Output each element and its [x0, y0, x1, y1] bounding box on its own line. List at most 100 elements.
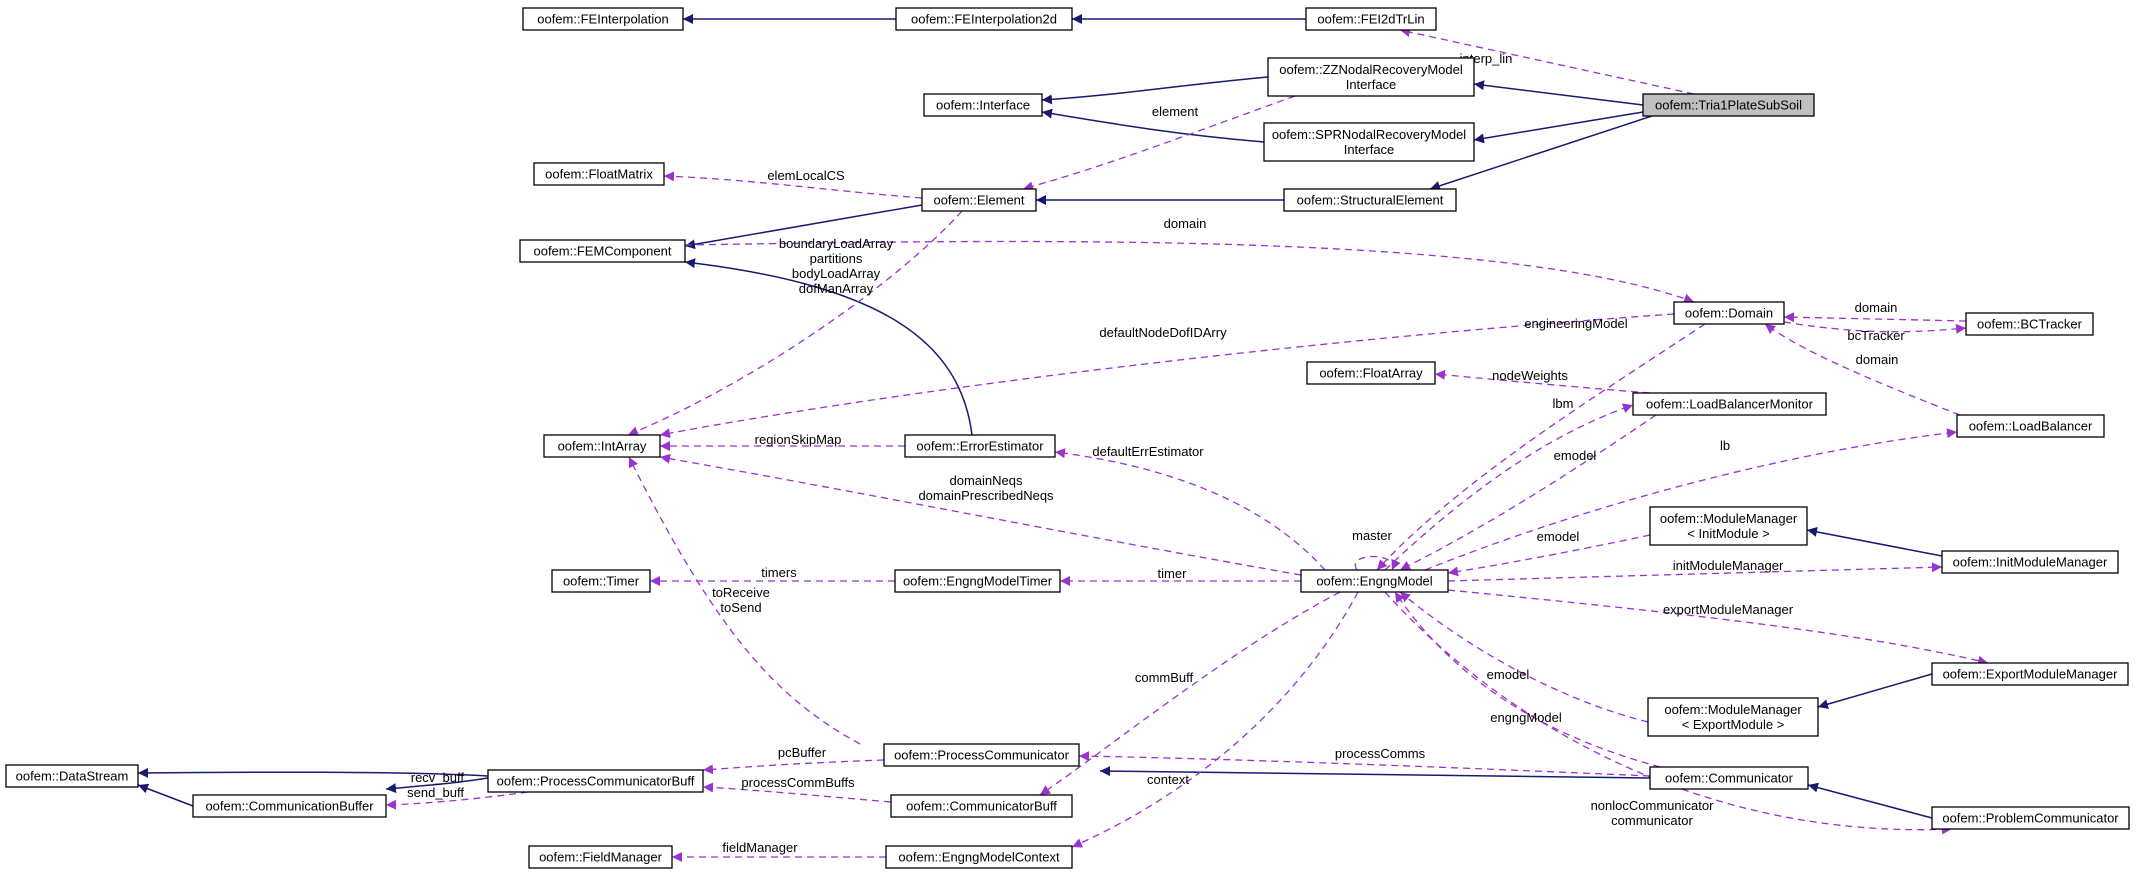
usage-edge [1384, 403, 1634, 571]
class-node-box [192, 794, 387, 818]
class-node-label-line: oofem::ModuleManager [1664, 702, 1802, 717]
edge-label-emodel-lbm: emodel [1554, 448, 1597, 463]
class-node-box [1931, 662, 2129, 686]
edge-label-line: dofManArray [799, 281, 874, 296]
class-node-pcbuff[interactable]: oofem::ProcessCommunicatorBuff [487, 769, 704, 793]
class-node-label: oofem::ModuleManager< ExportModule > [1664, 702, 1802, 732]
class-node-label-line: oofem::ErrorEstimator [916, 439, 1044, 454]
class-node-fmatrix[interactable]: oofem::FloatMatrix [533, 162, 665, 186]
class-node-emtimer[interactable]: oofem::EngngModelTimer [894, 569, 1061, 593]
class-node-label: oofem::Timer [563, 574, 640, 589]
edge-label-master: master [1352, 528, 1392, 543]
usage-edge [1078, 751, 1651, 777]
class-node-initmm[interactable]: oofem::InitModuleManager [1941, 550, 2119, 574]
class-node-fei2dtr[interactable]: oofem::FEI2dTrLin [1305, 7, 1437, 31]
class-node-fieldmgr[interactable]: oofem::FieldManager [528, 845, 673, 869]
class-node-label-line: oofem::EngngModelTimer [903, 574, 1053, 589]
inheritance-edge [385, 777, 489, 794]
class-node-dstream[interactable]: oofem::DataStream [5, 764, 139, 788]
edge-label-line: initModuleManager [1673, 558, 1784, 573]
class-node-lbm[interactable]: oofem::LoadBalancerMonitor [1632, 392, 1827, 416]
edge-label-line: emodel [1487, 667, 1530, 682]
class-node-label-line: Interface [1346, 77, 1397, 92]
class-node-label-line: oofem::EngngModelContext [898, 850, 1060, 865]
class-node-exportmm[interactable]: oofem::ExportModuleManager [1931, 662, 2129, 686]
class-node-label-line: oofem::SPRNodalRecoveryModel [1272, 127, 1466, 142]
class-node-emctx[interactable]: oofem::EngngModelContext [885, 845, 1073, 869]
edge-label-line: boundaryLoadArray [779, 236, 894, 251]
class-node-box [921, 188, 1037, 212]
class-node-box [1267, 57, 1475, 97]
class-node-farray[interactable]: oofem::FloatArray [1306, 361, 1436, 385]
class-node-fei2d[interactable]: oofem::FEInterpolation2d [895, 7, 1073, 31]
edge-label-defaultnodedofidarry: defaultNodeDofIDArry [1099, 325, 1227, 340]
class-node-tria[interactable]: oofem::Tria1PlateSubSoil [1642, 93, 1815, 117]
usage-edge [1071, 591, 1359, 848]
edge-label-line: domainPrescribedNeqs [918, 488, 1054, 503]
edge-label-line: lbm [1553, 396, 1574, 411]
class-node-label-line: oofem::LoadBalancer [1969, 419, 2093, 434]
edge-label-line: partitions [810, 251, 863, 266]
class-node-domain[interactable]: oofem::Domain [1673, 301, 1785, 325]
class-node-pcomm[interactable]: oofem::ProcessCommunicator [883, 743, 1080, 767]
class-node-intarray[interactable]: oofem::IntArray [543, 434, 661, 458]
class-node-comm[interactable]: oofem::Communicator [1649, 766, 1809, 790]
class-node-mminit[interactable]: oofem::ModuleManager< InitModule > [1649, 506, 1808, 546]
edge-label-regionskipmap: regionSkipMap [755, 432, 842, 447]
class-node-label: oofem::ProblemCommunicator [1942, 811, 2119, 826]
class-node-label: oofem::FEI2dTrLin [1317, 12, 1424, 27]
class-node-femcomp[interactable]: oofem::FEMComponent [519, 239, 686, 263]
class-node-box [1283, 188, 1457, 212]
edge-label-engngmodel: engngModel [1490, 710, 1562, 725]
edge-label-line: communicator [1611, 813, 1693, 828]
edge-label-line: toSend [720, 600, 761, 615]
class-node-bctracker[interactable]: oofem::BCTracker [1965, 312, 2094, 336]
class-node-structel[interactable]: oofem::StructuralElement [1283, 188, 1457, 212]
class-node-combuf[interactable]: oofem::CommunicationBuffer [192, 794, 387, 818]
class-node-label-line: oofem::Communicator [1665, 771, 1794, 786]
class-node-box [885, 845, 1073, 869]
class-node-label: oofem::FieldManager [539, 850, 663, 865]
class-node-box [1642, 93, 1815, 117]
class-node-box [894, 569, 1061, 593]
usage-edge [663, 171, 923, 199]
edge-label-line: engngModel [1490, 710, 1562, 725]
class-node-label-line: oofem::IntArray [558, 439, 647, 454]
class-node-label: oofem::DataStream [16, 769, 129, 784]
class-node-errest[interactable]: oofem::ErrorEstimator [904, 434, 1056, 458]
class-node-commbuff[interactable]: oofem::CommunicatorBuff [890, 794, 1073, 818]
class-node-iface[interactable]: oofem::Interface [923, 93, 1043, 117]
class-node-label: oofem::LoadBalancer [1969, 419, 2093, 434]
class-node-label: oofem::InitModuleManager [1953, 555, 2108, 570]
class-node-engng[interactable]: oofem::EngngModel [1300, 569, 1449, 593]
inheritance-edge [1041, 76, 1269, 105]
usage-edge [1447, 562, 1943, 582]
class-node-lb[interactable]: oofem::LoadBalancer [1956, 414, 2105, 438]
class-node-box [1673, 301, 1785, 325]
class-node-element[interactable]: oofem::Element [921, 188, 1037, 212]
class-node-timer[interactable]: oofem::Timer [551, 569, 651, 593]
class-node-box [883, 743, 1080, 767]
edge-label-emodel-init: emodel [1537, 529, 1580, 544]
edge-label-line: domainNeqs [950, 473, 1023, 488]
edge-label-line: defaultErrEstimator [1092, 444, 1204, 459]
edge-label-line: lb [1720, 438, 1730, 453]
class-node-label-line: oofem::ZZNodalRecoveryModel [1279, 62, 1463, 77]
class-node-label: oofem::ErrorEstimator [916, 439, 1044, 454]
class-node-label: oofem::ModuleManager< InitModule > [1660, 511, 1798, 541]
usage-edge [684, 240, 1695, 304]
class-node-mmexport[interactable]: oofem::ModuleManager< ExportModule > [1647, 697, 1819, 737]
class-node-label: oofem::EngngModelTimer [903, 574, 1053, 589]
class-node-probcomm[interactable]: oofem::ProblemCommunicator [1931, 806, 2130, 830]
class-node-label-line: Interface [1344, 142, 1395, 157]
inheritance-edge [684, 204, 923, 250]
edge-label-initmodulemanager: initModuleManager [1673, 558, 1784, 573]
class-node-fei[interactable]: oofem::FEInterpolation [522, 7, 684, 31]
class-node-box [487, 769, 704, 793]
edge-label-line: exportModuleManager [1663, 602, 1794, 617]
